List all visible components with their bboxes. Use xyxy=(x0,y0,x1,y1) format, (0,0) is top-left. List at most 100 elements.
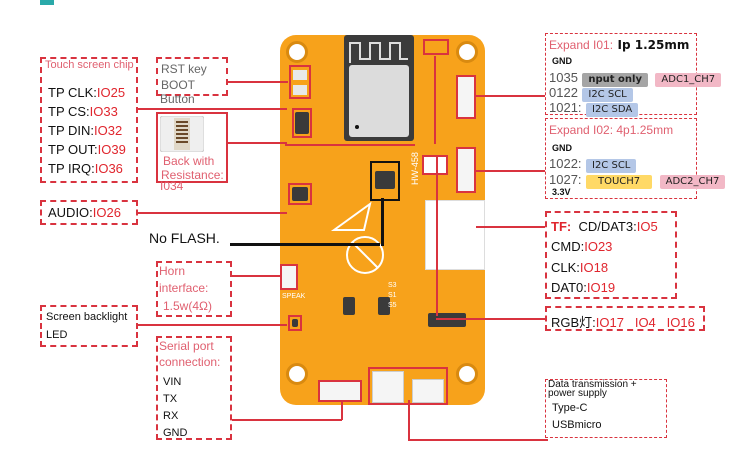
expand-io1-row: 1035 nput only ADC1_CH7 xyxy=(549,69,722,87)
leader-line xyxy=(232,419,342,421)
touch-chip-title: Touch screen chip xyxy=(45,59,134,71)
tf-clk: CLK:IO18 xyxy=(551,260,609,275)
no-flash-label: No FLASH. xyxy=(149,230,220,246)
resistance-pin: I034 xyxy=(160,179,184,193)
serial-connector xyxy=(318,380,362,402)
leader-line xyxy=(137,108,287,110)
tf-slot xyxy=(425,200,485,270)
tag-touch7: TOUCH7 xyxy=(586,175,653,189)
model-label: HW-458 xyxy=(410,152,420,185)
tag-adc2-ch7: ADC2_CH7 xyxy=(659,175,726,189)
rst-boot-box: RST key BOOT xyxy=(156,57,228,96)
mount-hole xyxy=(456,363,478,385)
mount-hole xyxy=(286,41,308,63)
expand-io2-title: Expand I02: 4p1.25mm xyxy=(549,123,674,137)
leader-line xyxy=(232,275,282,277)
expand-io2-gnd: GND xyxy=(552,143,572,153)
speak-label: SPEAK xyxy=(282,293,306,300)
flash-footprint xyxy=(370,161,400,201)
tp-out: TP OUT:IO39 xyxy=(48,142,126,157)
serial-pin-rx: RX xyxy=(163,410,179,422)
boot-label: BOOT xyxy=(161,78,196,92)
tf-cd-dat3: TF: CD/DAT3:IO5 xyxy=(551,219,658,234)
tp-clk: TP CLK:IO25 xyxy=(48,85,126,100)
usb-connectors xyxy=(368,367,448,405)
serial-title-1: Serial port xyxy=(159,339,214,353)
expand-io2-row: 1022: I2C SCL xyxy=(549,155,637,173)
rgb-marker-box xyxy=(423,39,449,55)
rst-boot-buttons xyxy=(289,65,311,99)
backlight-box: Screen backlight LED xyxy=(40,305,138,347)
audio-box: AUDIO:IO26 xyxy=(40,200,138,225)
touch-chip-box: Touch screen chip TP CLK:IO25 TP CS:IO33… xyxy=(40,57,138,183)
speaker-2p xyxy=(422,155,448,175)
tf-cmd: CMD:IO23 xyxy=(551,239,613,254)
logo-fragment xyxy=(40,0,54,5)
expand-io1-connector xyxy=(456,75,476,119)
expand-io1-row: 0122 I2C SCL xyxy=(549,84,633,102)
leader-line xyxy=(408,439,548,441)
touch-chip xyxy=(292,108,312,138)
usb-type-c-label: Type-C xyxy=(552,402,588,414)
tag-adc1-ch7: ADC1_CH7 xyxy=(655,73,722,87)
expand-io1-box: Expand I01: Ip 1.25mm GND 1035 nput only… xyxy=(545,33,722,117)
flash-leader-line xyxy=(230,243,380,246)
expand-io2-3v3: 3.3V xyxy=(552,187,571,197)
horn-label: Horn xyxy=(159,264,186,278)
mount-hole xyxy=(456,41,478,63)
backlight-label: Screen backlight xyxy=(46,311,128,323)
expand-io1-row: 1021: I2C SDA xyxy=(549,99,639,117)
resistance-box: Back with Resistance: xyxy=(156,112,228,183)
tf-box: TF: CD/DAT3:IO5 CMD:IO23 CLK:IO18 DAT0:I… xyxy=(545,211,677,299)
tp-cs: TP CS:IO33 xyxy=(48,104,118,119)
leader-line xyxy=(228,81,288,83)
led-label: LED xyxy=(46,329,68,341)
leader-line xyxy=(285,144,415,146)
expand-io1-gnd: GND xyxy=(552,56,572,66)
expand-io2-box: Expand I02: 4p1.25mm GND 1022: I2C SCL 1… xyxy=(545,118,726,199)
resistance-label-1: Back with xyxy=(163,154,215,168)
backlight-transistor xyxy=(288,315,302,331)
expand-io2-connector xyxy=(456,147,476,193)
usb-type-c xyxy=(372,371,404,403)
serial-pin-vin: VIN xyxy=(163,376,182,388)
tf-dat0: DAT0:IO19 xyxy=(551,280,616,295)
warning-triangle-icon xyxy=(330,201,372,231)
leader-line xyxy=(436,318,546,320)
usb-box: Data transmission + power supply Type-C … xyxy=(545,379,667,438)
lead-free-icon xyxy=(346,236,384,274)
regulator xyxy=(378,297,390,315)
tag-i2c-scl: I2C SCL xyxy=(586,159,637,173)
resistance-label-2: Resistance: xyxy=(161,168,224,182)
antenna-icon xyxy=(349,42,408,63)
button-label: Button xyxy=(160,92,195,106)
leader-line xyxy=(137,324,287,326)
resistor-icon xyxy=(160,116,204,152)
horn-spec: 1.5w(4Ω) xyxy=(163,299,212,313)
regulator xyxy=(343,297,355,315)
leader-line xyxy=(476,95,546,97)
tp-irq: TP IRQ:IO36 xyxy=(48,161,123,176)
rgb-pins: RGB灯:IO17 IO4 IO16 xyxy=(551,315,695,330)
leader-line xyxy=(434,56,436,144)
leader-line xyxy=(476,226,546,228)
leader-line xyxy=(137,212,287,214)
rgb-driver-chip xyxy=(428,313,466,327)
usb-micro-label: USBmicro xyxy=(552,419,602,431)
leader-line xyxy=(227,142,287,144)
leader-line xyxy=(476,170,546,172)
serial-pin-tx: TX xyxy=(163,393,178,405)
usb-micro xyxy=(412,379,444,403)
audio-pin: AUDIO:IO26 xyxy=(48,205,121,220)
tag-input-only: nput only xyxy=(582,73,648,87)
serial-pin-gnd: GND xyxy=(163,427,188,439)
expand-io1-title: Expand I01: Ip 1.25mm xyxy=(549,38,690,52)
speak-connector xyxy=(280,264,298,290)
flash-leader-line xyxy=(381,198,384,246)
usb-title-2: power supply xyxy=(548,388,607,399)
mount-hole xyxy=(286,363,308,385)
serial-box: Serial port connection: VIN TX RX GND xyxy=(156,336,232,440)
leader-line xyxy=(436,156,438,316)
serial-title-2: connection: xyxy=(159,355,221,369)
